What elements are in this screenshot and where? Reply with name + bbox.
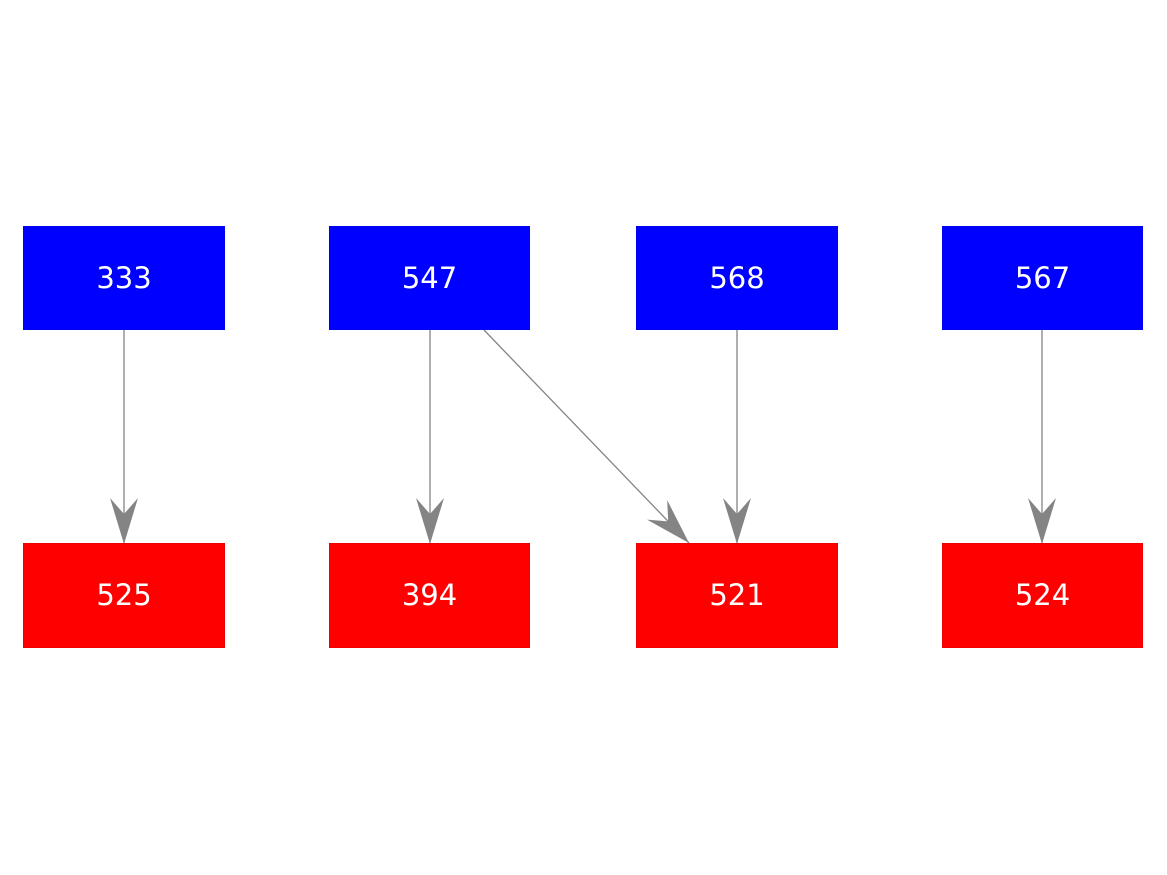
node-label: 525: [96, 578, 152, 612]
node-547: 547: [329, 226, 530, 330]
node-524: 524: [942, 543, 1143, 648]
node-label: 394: [401, 578, 458, 612]
node-label: 568: [709, 260, 765, 295]
edge-547-521: [483, 329, 690, 544]
node-567: 567: [942, 226, 1143, 330]
node-333: 333: [23, 226, 225, 330]
node-label: 547: [401, 260, 458, 295]
node-525: 525: [23, 543, 225, 648]
node-label: 567: [1014, 260, 1071, 295]
node-521: 521: [636, 543, 838, 648]
node-label: 524: [1014, 578, 1071, 612]
node-label: 333: [96, 260, 152, 295]
node-568: 568: [636, 226, 838, 330]
node-394: 394: [329, 543, 530, 648]
node-label: 521: [709, 578, 765, 612]
